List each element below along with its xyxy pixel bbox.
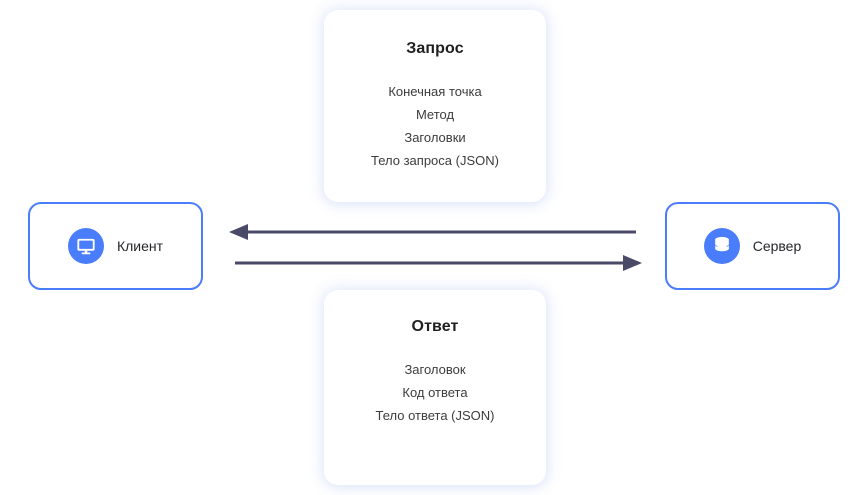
response-card-line: Тело ответа (JSON)	[375, 408, 495, 423]
response-card-line: Заголовок	[404, 362, 466, 377]
client-node-content: Клиент	[67, 228, 164, 264]
request-card-line: Метод	[415, 107, 455, 122]
database-icon	[703, 228, 740, 264]
server-node-content: Сервер	[703, 228, 802, 264]
request-card-title: Запрос	[406, 40, 464, 57]
response-card: Ответ Заголовок Код ответа Тело ответа (…	[324, 290, 546, 485]
request-card: Запрос Конечная точка Метод Заголовки Те…	[324, 10, 546, 202]
response-card-title: Ответ	[411, 318, 459, 335]
server-node-label: Сервер	[752, 238, 802, 254]
request-card-line: Заголовки	[404, 130, 466, 145]
request-card-line: Тело запроса (JSON)	[371, 153, 499, 168]
monitor-icon	[67, 228, 104, 264]
response-card-lines: Заголовок Код ответа Тело ответа (JSON)	[324, 358, 546, 427]
client-node-label: Клиент	[116, 238, 164, 254]
server-node: Сервер	[665, 202, 840, 290]
request-card-lines: Конечная точка Метод Заголовки Тело запр…	[324, 80, 546, 172]
response-card-line: Код ответа	[402, 385, 468, 400]
arrow-client-to-server	[235, 255, 642, 271]
client-node: Клиент	[28, 202, 203, 290]
arrow-server-to-client	[229, 224, 636, 240]
request-card-line: Конечная точка	[388, 84, 482, 99]
